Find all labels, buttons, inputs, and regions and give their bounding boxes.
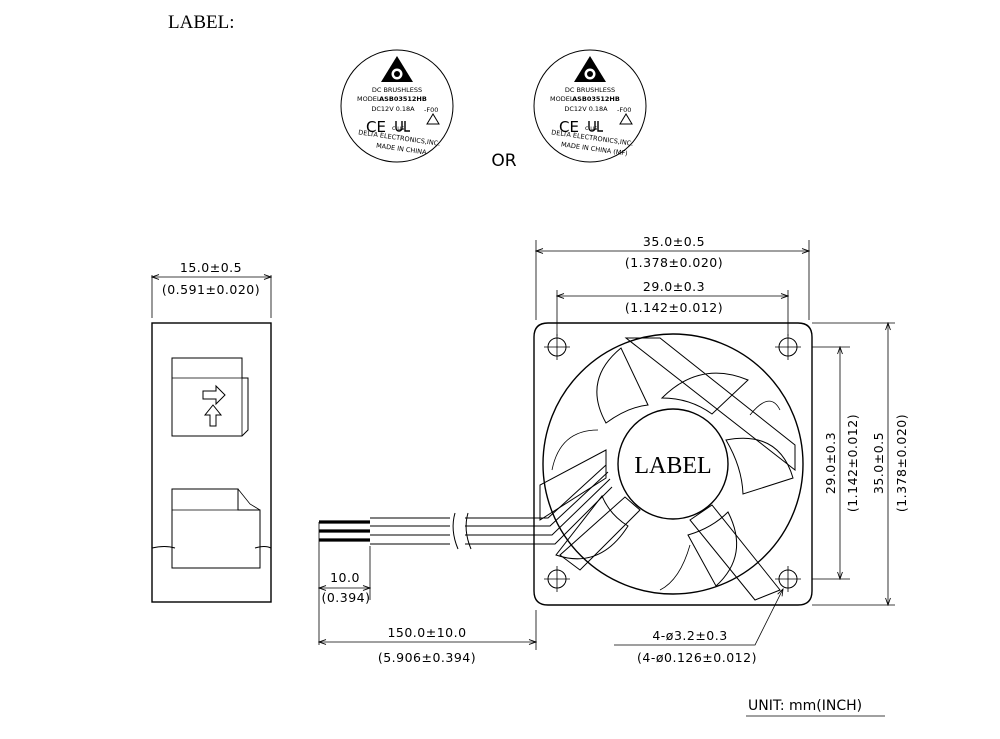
frame-width-mm: 35.0±0.5 [643, 234, 705, 249]
label-suffix: -F00 [424, 106, 438, 114]
ul-letters-icon [395, 121, 410, 132]
side-width-inch: (0.591±0.020) [162, 282, 260, 297]
hole-spacing-h-mm: 29.0±0.3 [643, 279, 705, 294]
hole-spacing-v-inch: (1.142±0.012) [845, 414, 860, 512]
unit-note: UNIT: mm(INCH) [748, 698, 862, 714]
label-suffix: -F00 [617, 106, 631, 114]
ce-mark-icon: CE [559, 118, 579, 136]
airflow-arrow-icon [202, 384, 226, 406]
ul-mark-icon: c us [585, 125, 597, 132]
rotation-arrow-icon [203, 404, 223, 427]
front-view: 35.0±0.5 (1.378±0.020) 29.0±0.3 (1.142±0… [533, 234, 909, 606]
ul-letters-icon [588, 121, 603, 132]
hub-label: LABEL [634, 453, 711, 479]
mounting-holes [544, 334, 801, 592]
hole-callout-inch: (4-ø0.126±0.012) [637, 650, 757, 665]
side-frame [151, 322, 272, 603]
label-model-tag: MODEL [550, 95, 574, 103]
lead-length-inch: (5.906±0.394) [378, 650, 476, 665]
lead-wires [319, 464, 613, 550]
hole-callout-mm: 4-ø3.2±0.3 [652, 628, 727, 643]
frame-width-inch: (1.378±0.020) [625, 255, 723, 270]
label-product-line: DC BRUSHLESS [372, 86, 422, 94]
label-model-number: ASB03512HB [572, 95, 620, 103]
delta-logo-icon [381, 56, 413, 82]
label-rating: DC12V 0.18A [564, 105, 608, 113]
strip-length-mm: 10.0 [330, 570, 360, 585]
label-model-tag: MODEL [357, 95, 381, 103]
or-separator: OR [491, 151, 516, 171]
fan-opening [542, 333, 804, 595]
ce-mark-icon: CE [366, 118, 386, 136]
label-product-line: DC BRUSHLESS [565, 86, 615, 94]
label-rating: DC12V 0.18A [371, 105, 415, 113]
label-heading: LABEL: [168, 12, 235, 33]
frame-height-mm: 35.0±0.5 [871, 432, 886, 494]
label-variant-1: DC BRUSHLESS MODEL ASB03512HB DC12V 0.18… [340, 49, 454, 163]
frame-height-inch: (1.378±0.020) [894, 414, 909, 512]
lead-length-mm: 150.0±10.0 [387, 625, 466, 640]
label-variant-2: DC BRUSHLESS MODEL ASB03512HB DC12V 0.18… [533, 49, 647, 163]
strip-length-inch: (0.394) [321, 590, 370, 605]
ul-mark-icon: c us [392, 125, 404, 132]
label-model-number: ASB03512HB [379, 95, 427, 103]
wire-break-icon [452, 512, 472, 550]
side-width-mm: 15.0±0.5 [180, 260, 242, 275]
fan-blades [551, 347, 794, 591]
warning-triangle-icon [426, 113, 440, 125]
delta-logo-icon [574, 56, 606, 82]
side-view: 15.0±0.5 (0.591±0.020) [151, 260, 272, 603]
hub [617, 408, 729, 520]
warning-triangle-icon [619, 113, 633, 125]
fan-frame [533, 322, 813, 606]
hole-spacing-h-inch: (1.142±0.012) [625, 300, 723, 315]
hole-spacing-v-mm: 29.0±0.3 [823, 432, 838, 494]
